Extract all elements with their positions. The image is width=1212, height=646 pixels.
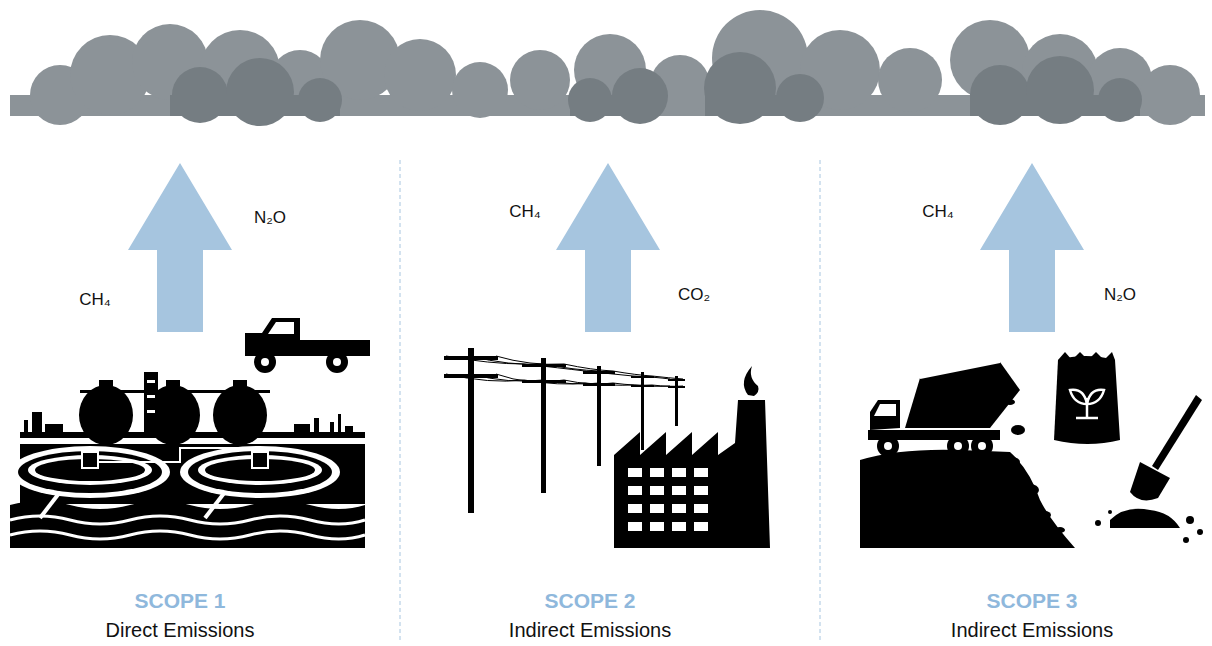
scope-description: Indirect Emissions (951, 619, 1113, 642)
scope-heading: SCOPE 3 (986, 589, 1077, 613)
gas-label: N₂O (254, 208, 286, 228)
cloud-band (10, 10, 1205, 126)
scope-description: Indirect Emissions (509, 619, 671, 642)
emission-arrow (128, 163, 232, 332)
emission-arrow (980, 163, 1084, 332)
gas-label: CO₂ (678, 285, 710, 305)
scope-description: Direct Emissions (106, 619, 255, 642)
gas-label: CH₄ (79, 290, 111, 310)
treatment-plant-icon (10, 318, 370, 548)
separator (400, 160, 401, 640)
gas-label: CH₄ (509, 202, 541, 222)
scope-heading: SCOPE 2 (544, 589, 635, 613)
gas-label: CH₄ (922, 202, 954, 222)
emission-arrow (556, 163, 660, 332)
gas-label: N₂O (1104, 285, 1136, 305)
landfill-icon (860, 352, 1203, 548)
scope-heading: SCOPE 1 (134, 589, 225, 613)
factory-icon (614, 366, 770, 548)
separator (820, 160, 821, 640)
